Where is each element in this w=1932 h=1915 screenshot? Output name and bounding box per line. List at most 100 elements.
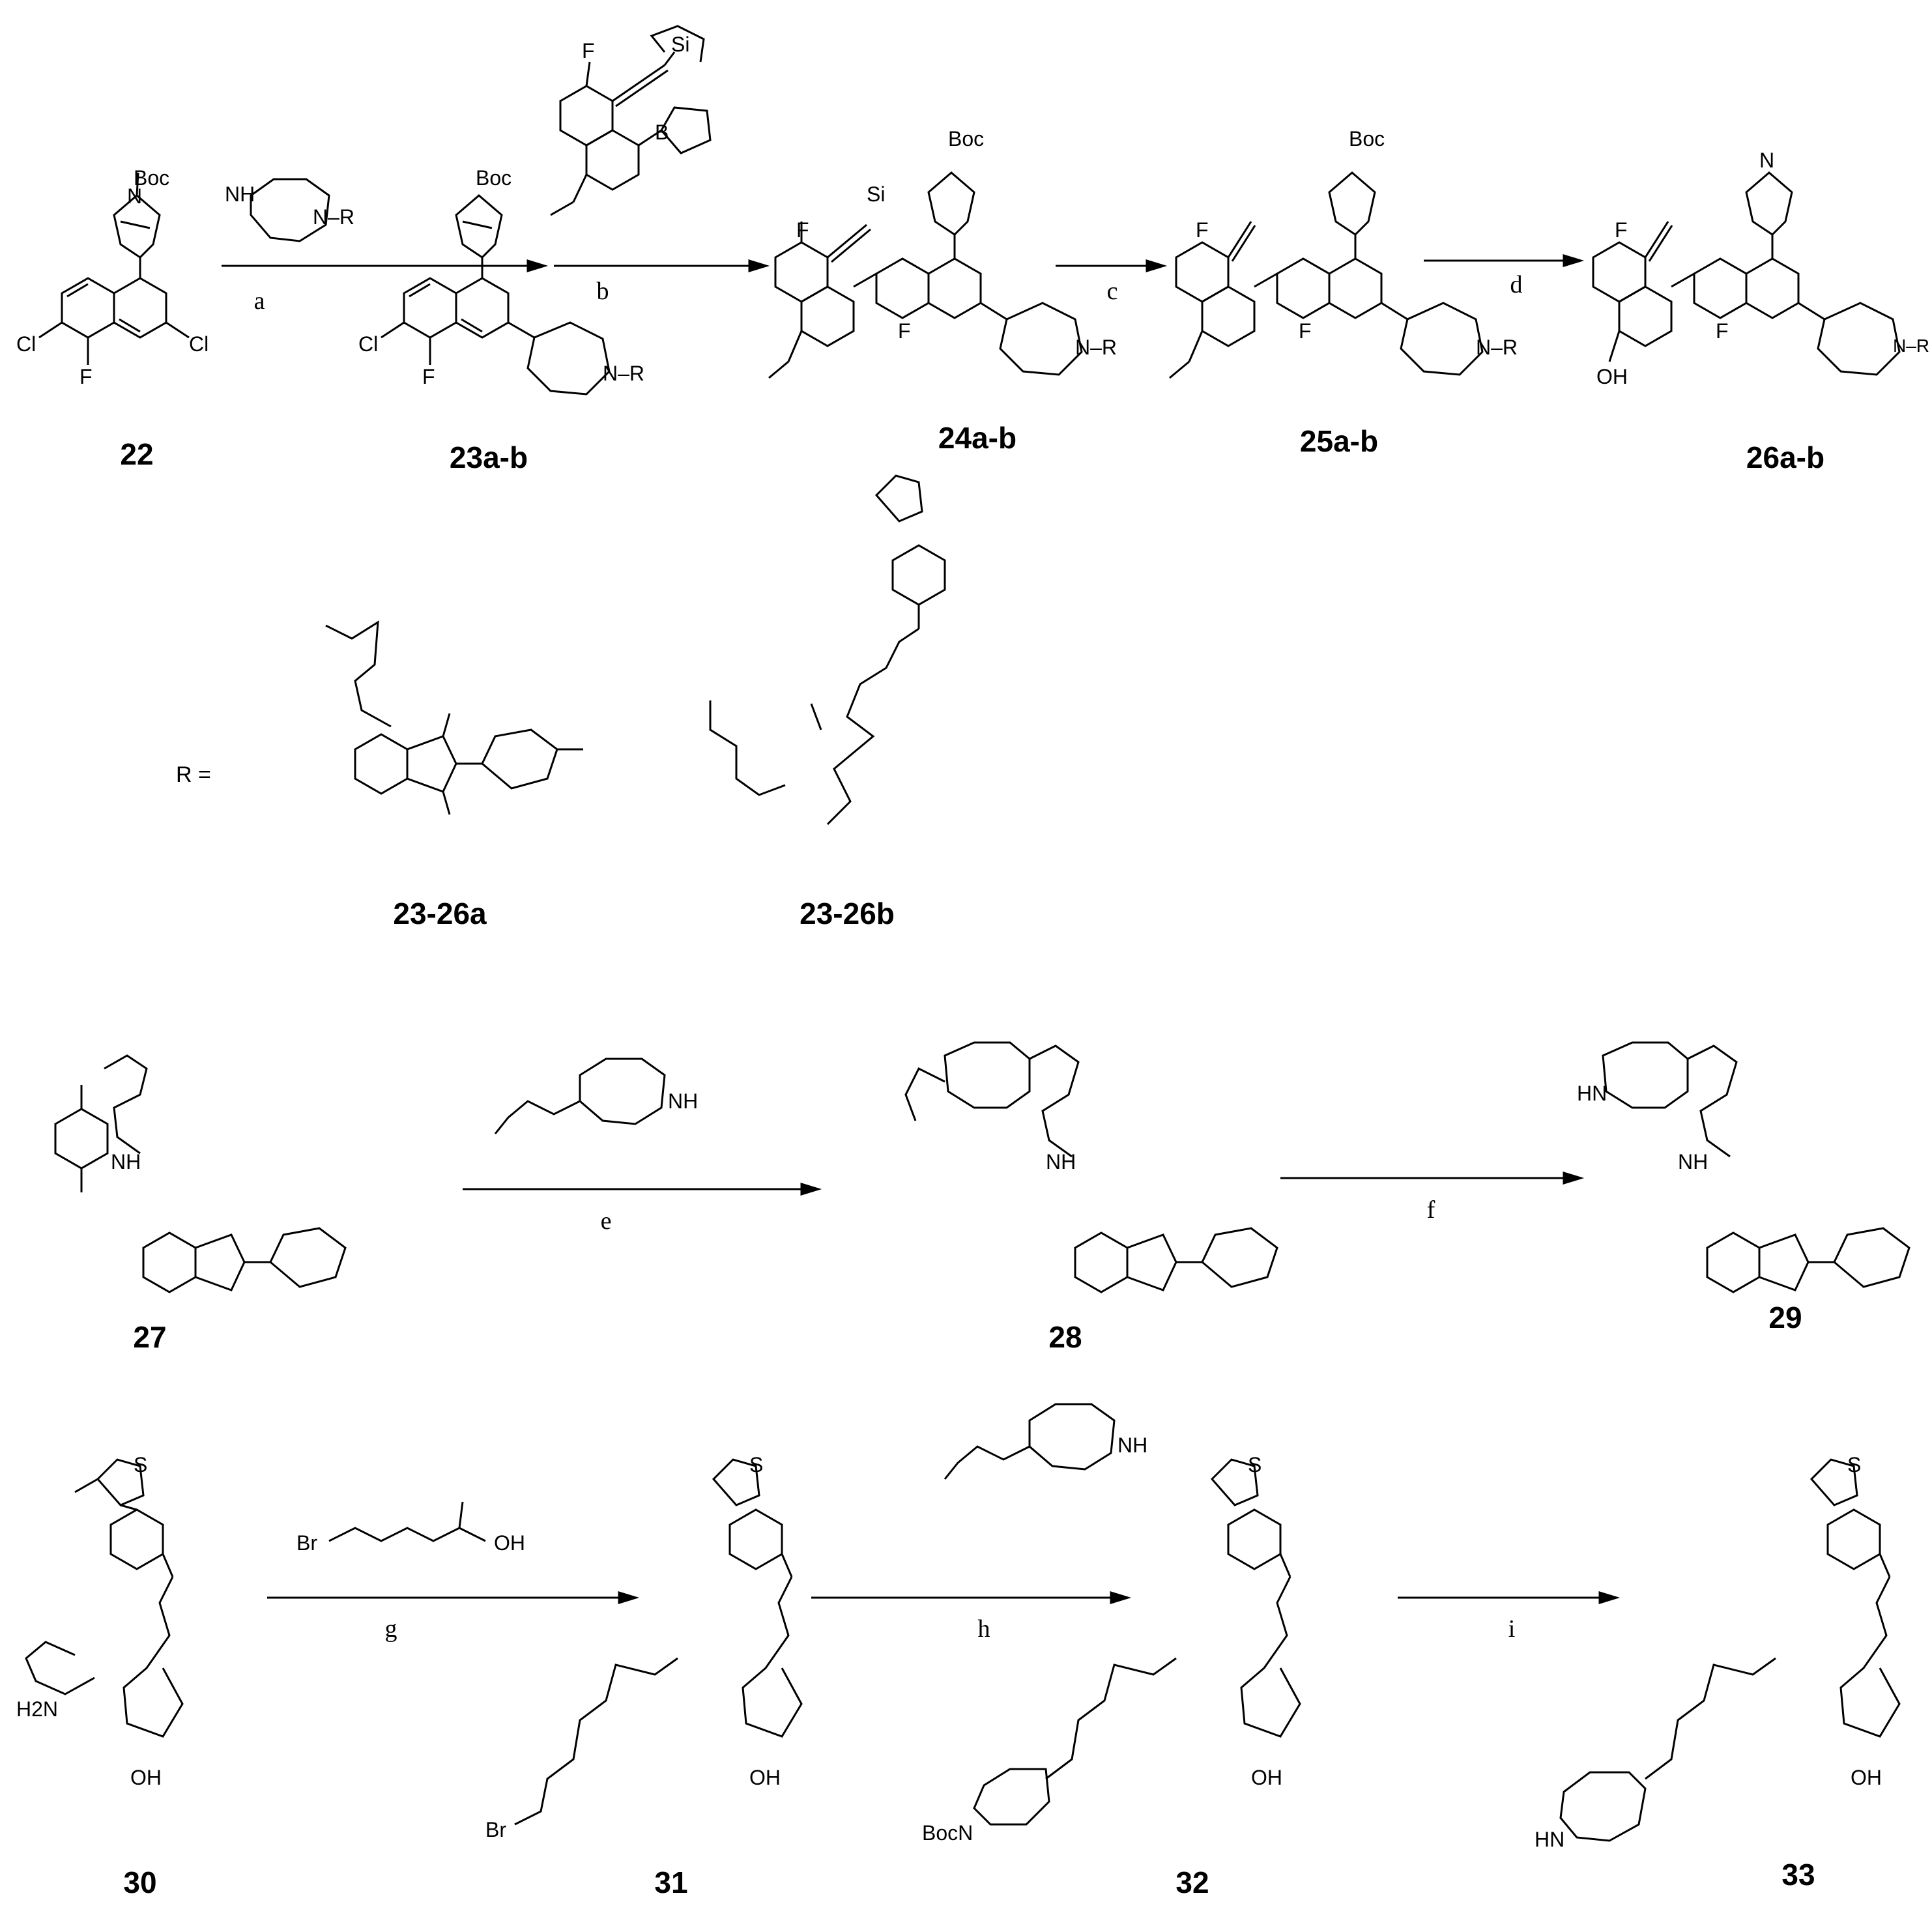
atom-oh-reagent-g: OH <box>494 1531 525 1555</box>
reagent-d: d <box>1510 271 1523 298</box>
atom-nr-24: N–R <box>1075 336 1117 359</box>
atom-bocn-32: BocN <box>922 1821 973 1845</box>
atom-s-30: S <box>134 1453 148 1476</box>
compound-label-32: 32 <box>1175 1865 1209 1899</box>
atom-f-23: F <box>422 365 435 388</box>
atom-cl-22b: Cl <box>189 332 209 356</box>
atom-b-boronate: B <box>655 121 669 144</box>
compound-label-30: 30 <box>123 1865 157 1899</box>
compound-label-22: 22 <box>120 437 154 471</box>
structure-32 <box>973 1458 1301 1826</box>
structure-boronate-reagent <box>550 25 712 216</box>
atom-n-22: N <box>127 184 143 208</box>
atom-boc-23: Boc <box>476 166 512 190</box>
structure-boc-diazepane-h <box>944 1403 1116 1480</box>
reaction-arrow-a <box>222 259 549 273</box>
atom-oh-32: OH <box>1251 1766 1282 1789</box>
reagent-c: c <box>1106 278 1118 305</box>
structure-r-group-b <box>709 474 946 826</box>
atom-nh-29: NH <box>1678 1150 1709 1173</box>
structure-bromohexanoic-acid <box>328 1501 486 1542</box>
atom-s-32: S <box>1248 1453 1262 1476</box>
reagent-g: g <box>384 1615 397 1643</box>
atom-f-26a: F <box>1615 218 1628 242</box>
atom-f-26b: F <box>1716 319 1729 343</box>
compound-label-24: 24a-b <box>938 421 1017 455</box>
reagent-a: a <box>253 287 265 315</box>
reaction-arrow-i <box>1398 1591 1621 1605</box>
atom-s-31: S <box>749 1453 764 1476</box>
reaction-arrow-h <box>811 1591 1132 1605</box>
atom-oh-31: OH <box>749 1766 781 1789</box>
atom-nr-amine-a: N–R <box>313 205 355 229</box>
reagent-b: b <box>596 278 609 305</box>
reagent-i: i <box>1508 1615 1516 1643</box>
atom-oh-30: OH <box>130 1766 162 1789</box>
structure-25 <box>1169 171 1484 379</box>
compound-label-31: 31 <box>654 1865 688 1899</box>
atom-boc-22: Boc <box>134 166 170 190</box>
atom-nh-reagent-h: NH <box>1117 1433 1148 1457</box>
structure-22 <box>38 172 190 365</box>
atom-nr-25: N–R <box>1476 336 1518 359</box>
reaction-arrow-e <box>463 1182 822 1196</box>
atom-hn-29: HN <box>1577 1082 1608 1105</box>
compound-label-28: 28 <box>1048 1320 1082 1354</box>
atom-br-31: Br <box>485 1818 506 1841</box>
atom-nr-23: N–R <box>603 362 645 385</box>
atom-f-22: F <box>79 365 93 388</box>
compound-label-26: 26a-b <box>1746 440 1825 474</box>
reagent-h: h <box>977 1615 990 1643</box>
atom-nh-28: NH <box>1046 1150 1076 1173</box>
atom-oh-26: OH <box>1596 365 1628 388</box>
compound-label-25: 25a-b <box>1299 424 1379 458</box>
compound-label-27: 27 <box>133 1320 167 1354</box>
atom-f-boronate: F <box>582 39 595 63</box>
structure-amine-a <box>250 178 330 242</box>
reaction-arrow-c <box>1056 259 1168 273</box>
atom-boc-24: Boc <box>948 127 985 151</box>
atom-f-25b: F <box>1299 319 1312 343</box>
structure-27 <box>54 1054 347 1293</box>
structure-33 <box>1559 1458 1901 1842</box>
structure-23 <box>381 194 611 396</box>
structure-r-group-a <box>325 620 583 815</box>
reaction-arrow-d <box>1424 253 1585 268</box>
atom-f-24b: F <box>898 319 911 343</box>
atom-cl-23: Cl <box>358 332 379 356</box>
structure-26 <box>1592 171 1901 376</box>
atom-si-24: Si <box>867 182 886 206</box>
atom-br-reagent-g: Br <box>296 1531 317 1555</box>
compound-label-33: 33 <box>1781 1858 1815 1892</box>
structure-30 <box>25 1458 184 1738</box>
atom-f-24a: F <box>796 218 809 242</box>
atom-si-boronate: Si <box>671 33 690 56</box>
atom-s-33: S <box>1847 1453 1862 1476</box>
atom-h2n-30: H2N <box>16 1697 59 1721</box>
compound-label-r-a: 23-26a <box>393 897 487 930</box>
compound-label-29: 29 <box>1768 1301 1802 1334</box>
atom-nh-reagent-e: NH <box>668 1089 699 1113</box>
compound-label-23: 23a-b <box>449 440 528 474</box>
atom-hn-33: HN <box>1535 1828 1565 1851</box>
atom-f-25a: F <box>1196 218 1209 242</box>
atom-nh-26: N <box>1759 149 1775 172</box>
structure-28 <box>904 1041 1278 1293</box>
atom-cl-22a: Cl <box>16 332 36 356</box>
atom-nh-amine-a: NH <box>225 182 255 206</box>
reaction-arrow-g <box>267 1591 640 1605</box>
reaction-arrow-b <box>554 259 770 273</box>
structure-31 <box>514 1458 803 1826</box>
atom-nh-27: NH <box>111 1150 141 1173</box>
structure-29 <box>1602 1041 1910 1293</box>
structure-24 <box>768 171 1083 379</box>
compound-label-r-b: 23-26b <box>800 897 895 930</box>
atom-oh-33: OH <box>1851 1766 1882 1789</box>
structure-boc-diazepane-e <box>494 1058 666 1134</box>
r-equals-label: R = <box>176 762 211 787</box>
reagent-f: f <box>1426 1196 1435 1224</box>
reagent-e: e <box>600 1207 612 1235</box>
reaction-arrow-f <box>1280 1171 1585 1185</box>
atom-nr-26: N–R <box>1893 336 1930 356</box>
